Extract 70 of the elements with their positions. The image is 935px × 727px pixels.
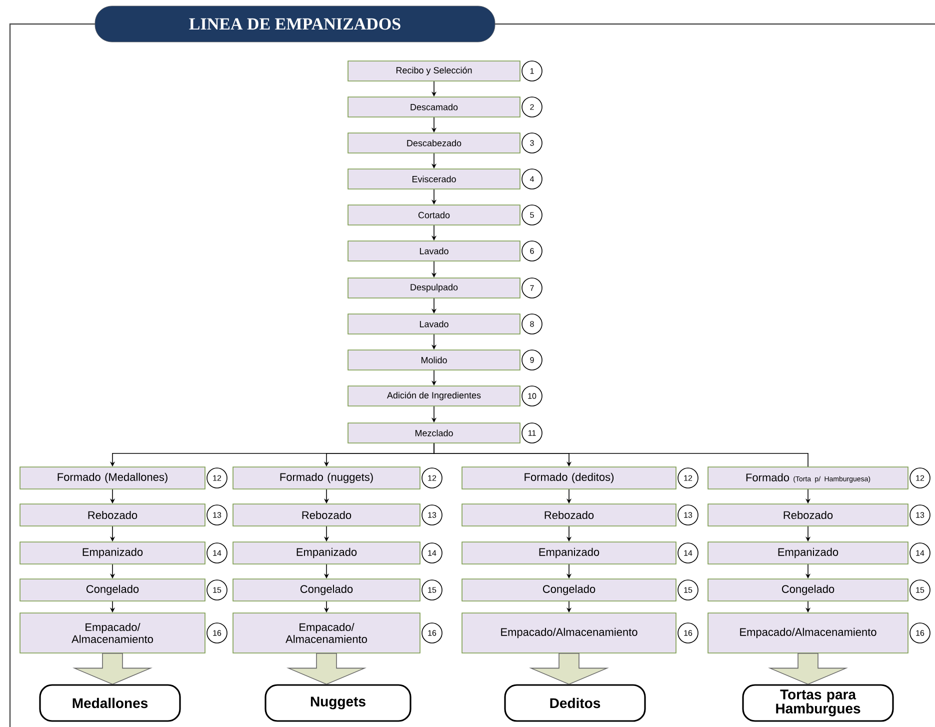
step-number: 15: [422, 580, 442, 600]
step-number: 5: [522, 204, 542, 226]
step-number: 14: [678, 542, 698, 564]
step-number: 1: [522, 60, 542, 82]
process-box: Empacado/ Almacenamiento: [20, 612, 206, 654]
step-number: 13: [422, 504, 442, 526]
step-number: 9: [522, 350, 542, 370]
process-box: Congelado: [462, 578, 676, 602]
process-box: Formado (Medallones): [20, 466, 206, 490]
step-number: 13: [206, 504, 228, 526]
process-box: Rebozado: [708, 504, 908, 526]
process-box: Formado (nuggets): [232, 466, 420, 490]
process-box: Formado (deditos): [462, 466, 676, 490]
step-number: 13: [910, 504, 930, 526]
process-box: Adición de Ingredientes: [348, 386, 520, 406]
step-number: 12: [910, 468, 930, 488]
step-number: 16: [422, 622, 442, 644]
block-arrow: [286, 653, 366, 685]
process-box: Descabezado: [348, 132, 520, 154]
process-box: Despulpado: [348, 278, 520, 298]
step-number: 11: [522, 422, 542, 444]
step-number: 16: [910, 622, 930, 644]
step-number: 16: [206, 622, 228, 644]
step-number: 7: [522, 278, 542, 298]
process-box: Descamado: [348, 96, 520, 118]
block-arrow: [768, 653, 848, 685]
step-number: 15: [910, 580, 930, 600]
process-box: Empacado/Almacenamiento: [708, 612, 908, 654]
process-box: Lavado: [348, 240, 520, 262]
block-arrow: [529, 653, 609, 685]
process-box: Congelado: [708, 578, 908, 602]
step-number: 15: [206, 580, 228, 600]
process-box: Empacado/Almacenamiento: [462, 612, 676, 654]
step-number: 6: [522, 240, 542, 262]
terminal-box: Tortas para Hamburgues: [742, 684, 894, 722]
block-arrow: [72, 653, 152, 685]
step-number: 12: [422, 468, 442, 488]
process-box: Lavado: [348, 314, 520, 334]
process-box: Rebozado: [462, 504, 676, 526]
process-box: Cortado: [348, 204, 520, 226]
process-box: Rebozado: [20, 504, 206, 526]
terminal-box: Deditos: [504, 684, 646, 722]
step-number: 2: [522, 96, 542, 118]
step-number: 4: [522, 168, 542, 190]
title-banner: LINEA DE EMPANIZADOS: [94, 6, 496, 42]
step-number: 16: [678, 622, 698, 644]
process-box: Empanizado: [20, 542, 206, 564]
process-box: Eviscerado: [348, 168, 520, 190]
process-box: Rebozado: [232, 504, 420, 526]
process-box: Empanizado: [462, 542, 676, 564]
process-box: Mezclado: [348, 422, 520, 444]
process-box: Congelado: [20, 578, 206, 602]
process-box: Molido: [348, 350, 520, 370]
step-number: 14: [910, 542, 930, 564]
step-number: 14: [422, 542, 442, 564]
step-number: 12: [206, 468, 228, 488]
step-number: 15: [678, 580, 698, 600]
process-box: Empanizado: [708, 542, 908, 564]
process-box: Congelado: [232, 578, 420, 602]
step-number: 10: [522, 386, 542, 406]
step-number: 3: [522, 132, 542, 154]
step-number: 14: [206, 542, 228, 564]
process-box: Empanizado: [232, 542, 420, 564]
terminal-box: Nuggets: [264, 684, 412, 722]
step-number: 12: [678, 468, 698, 488]
step-number: 8: [522, 314, 542, 334]
process-box: Recibo y Selección: [348, 60, 520, 82]
step-number: 13: [678, 504, 698, 526]
terminal-box: Medallones: [39, 684, 181, 722]
process-box: Empacado/ Almacenamiento: [232, 612, 420, 654]
